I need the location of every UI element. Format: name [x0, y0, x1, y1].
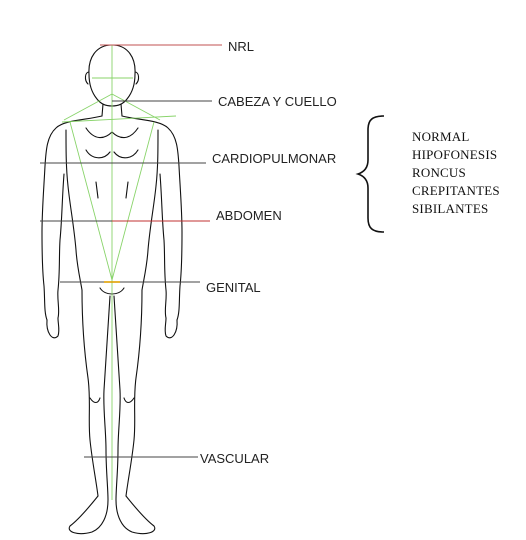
finding-item: NORMAL — [412, 128, 500, 146]
label-vascular: VASCULAR — [200, 452, 269, 465]
finding-item: HIPOFONESIS — [412, 146, 500, 164]
label-nrl: NRL — [228, 40, 254, 53]
finding-item: RONCUS — [412, 164, 500, 182]
findings-list: NORMAL HIPOFONESIS RONCUS CREPITANTES SI… — [412, 128, 500, 218]
label-cardiopulmonary: CARDIOPULMONAR — [212, 152, 336, 165]
label-genital: GENITAL — [206, 281, 261, 294]
label-head-neck: CABEZA Y CUELLO — [218, 95, 337, 108]
label-abdomen: ABDOMEN — [216, 209, 282, 222]
finding-item: CREPITANTES — [412, 182, 500, 200]
finding-item: SIBILANTES — [412, 200, 500, 218]
brace-icon — [358, 116, 384, 232]
